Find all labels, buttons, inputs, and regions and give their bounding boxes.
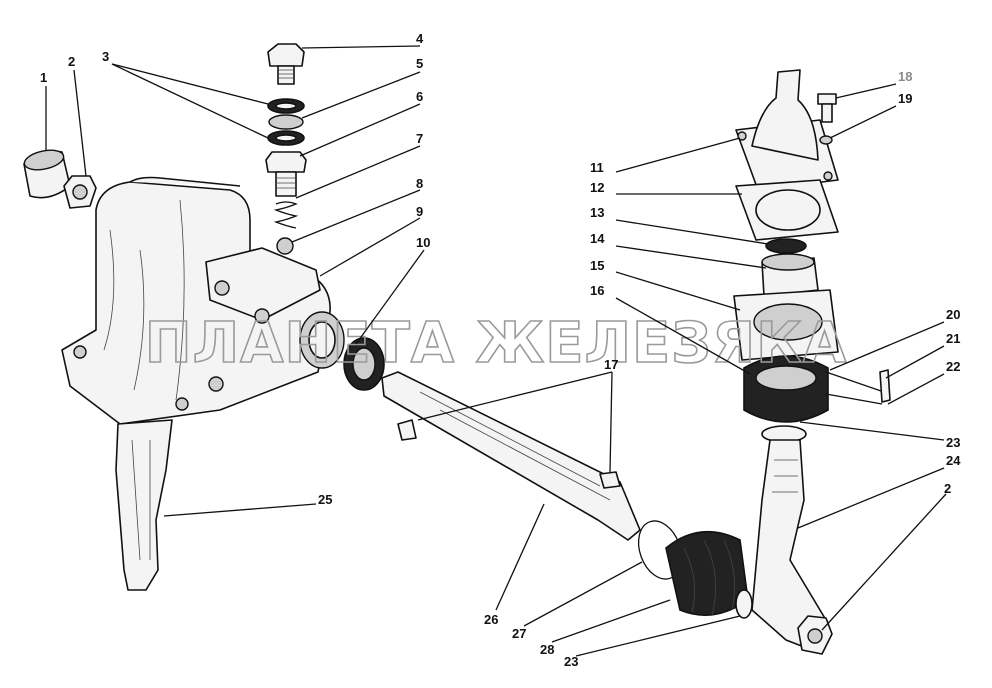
callout-26: 26: [484, 612, 498, 627]
part-18-bolt: [817, 93, 837, 123]
callout-28: 28: [540, 642, 554, 657]
callout-17: 17: [604, 357, 618, 372]
part-28-boot: [665, 530, 749, 617]
callout-16: 16: [590, 283, 604, 298]
part-4-bolt: [267, 43, 305, 85]
part-19-washer: [819, 135, 833, 145]
callout-labels: 1 2 3 4 5 6 7 8 9 10 11 12 13 14 15 16 1…: [40, 31, 961, 669]
part-3-washer-top-hole: [275, 102, 297, 110]
callout-18: 18: [898, 69, 912, 84]
callout-11: 11: [590, 160, 604, 175]
part-16-housing: [743, 355, 829, 423]
part-9-gear-housing: [61, 176, 345, 425]
callout-8: 8: [416, 176, 423, 191]
callout-24: 24: [946, 453, 961, 468]
callout-23-lower: 23: [564, 654, 578, 669]
callout-27: 27: [512, 626, 526, 641]
part-22-cotter: [825, 393, 883, 405]
callout-12: 12: [590, 180, 604, 195]
part-5-washer: [268, 114, 304, 130]
part-20-pin: [825, 371, 885, 393]
callout-21: 21: [946, 331, 960, 346]
watermark-text: ПЛАНЕТА ЖЕЛЕЗЯКА: [145, 311, 847, 376]
part-15-flange: [733, 289, 839, 361]
part-21-pin: [879, 369, 891, 403]
callout-7: 7: [416, 131, 423, 146]
part-14-bearing: [761, 253, 819, 297]
callout-20: 20: [946, 307, 960, 322]
part-7-spring: [273, 201, 299, 229]
part-26-shaft: [381, 371, 641, 541]
part-25-lever: [115, 419, 173, 591]
callout-25: 25: [318, 492, 332, 507]
callout-14: 14: [590, 231, 605, 246]
callout-6: 6: [416, 89, 423, 104]
callout-23-upper: 23: [946, 435, 960, 450]
leader-lines: [45, 45, 947, 657]
callout-1: 1: [40, 70, 47, 85]
part-13-ring: [765, 238, 807, 254]
callout-19: 19: [898, 91, 912, 106]
callout-10: 10: [416, 235, 430, 250]
part-17-key-b: [599, 471, 621, 489]
part-2-nut-lower: [797, 615, 833, 655]
callout-2-lower: 2: [944, 481, 951, 496]
callout-15: 15: [590, 258, 604, 273]
part-11-cover: [735, 69, 839, 191]
part-6-nut: [265, 151, 307, 197]
callout-22: 22: [946, 359, 960, 374]
part-1-cap: [23, 149, 71, 199]
callout-3: 3: [102, 49, 109, 64]
part-23-ring-lower: [735, 589, 753, 619]
part-2-nut: [63, 175, 97, 209]
callout-9: 9: [416, 204, 423, 219]
part-17-key-a: [397, 419, 417, 441]
callout-5: 5: [416, 56, 423, 71]
part-3-washer-bottom-hole: [275, 134, 297, 142]
part-8-ball: [276, 237, 294, 255]
callout-2: 2: [68, 54, 75, 69]
part-12-gasket: [735, 179, 839, 241]
callout-4: 4: [416, 31, 424, 46]
part-10-seal: [343, 337, 385, 391]
callout-13: 13: [590, 205, 604, 220]
